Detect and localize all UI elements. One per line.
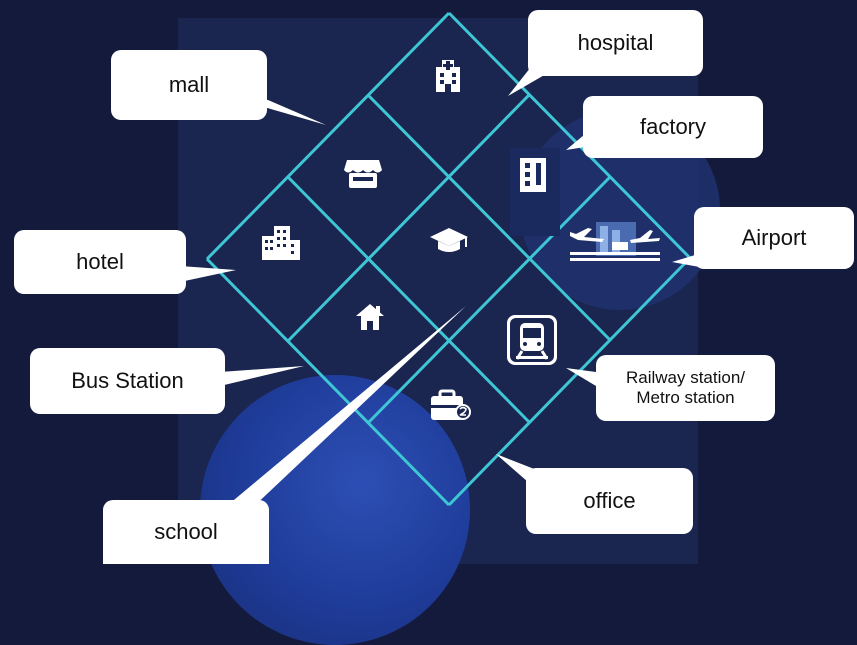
callout-factory: factory bbox=[583, 96, 763, 158]
callout-hospital: hospital bbox=[528, 10, 703, 76]
grid-line bbox=[205, 11, 451, 261]
callout-school: school bbox=[103, 500, 269, 564]
callout-airport: Airport bbox=[694, 207, 854, 269]
airport-icon bbox=[570, 222, 660, 261]
grid-line bbox=[447, 256, 692, 507]
label-railway-line2: Metro station bbox=[636, 388, 735, 407]
pointer-railway bbox=[566, 368, 596, 386]
grid-line bbox=[447, 11, 692, 260]
train-icon bbox=[507, 315, 557, 365]
pointer-hotel bbox=[180, 266, 236, 282]
callout-railway-station: Railway station/ Metro station bbox=[596, 355, 775, 421]
pointer-bus-station bbox=[220, 366, 304, 386]
label-railway-line1: Railway station/ bbox=[625, 367, 746, 387]
hospital-icon bbox=[436, 60, 460, 92]
callout-mall: mall bbox=[111, 50, 267, 120]
callout-bus-station: Bus Station bbox=[30, 348, 225, 414]
home-icon bbox=[356, 304, 384, 330]
school-icon bbox=[430, 228, 468, 252]
grid-line bbox=[286, 175, 532, 425]
label-office: office bbox=[583, 487, 636, 513]
label-hotel: hotel bbox=[76, 248, 124, 274]
diamond-grid bbox=[205, 11, 692, 507]
grid-line bbox=[286, 93, 531, 343]
grid-line bbox=[366, 93, 613, 343]
callout-hotel: hotel bbox=[14, 230, 186, 294]
label-hospital: hospital bbox=[577, 29, 654, 55]
label-factory: factory bbox=[639, 113, 707, 139]
pointer-school bbox=[222, 306, 466, 510]
callout-office: office bbox=[526, 468, 693, 534]
hotel-icon bbox=[262, 226, 300, 260]
office-icon bbox=[431, 389, 471, 420]
factory-icon bbox=[510, 148, 560, 236]
grid-line bbox=[366, 175, 612, 425]
label-school: school bbox=[154, 518, 218, 544]
label-airport: Airport bbox=[741, 224, 807, 250]
label-mall: mall bbox=[168, 71, 210, 97]
grid-line bbox=[205, 257, 451, 507]
mall-icon bbox=[344, 160, 382, 188]
label-bus-station: Bus Station bbox=[71, 367, 184, 393]
